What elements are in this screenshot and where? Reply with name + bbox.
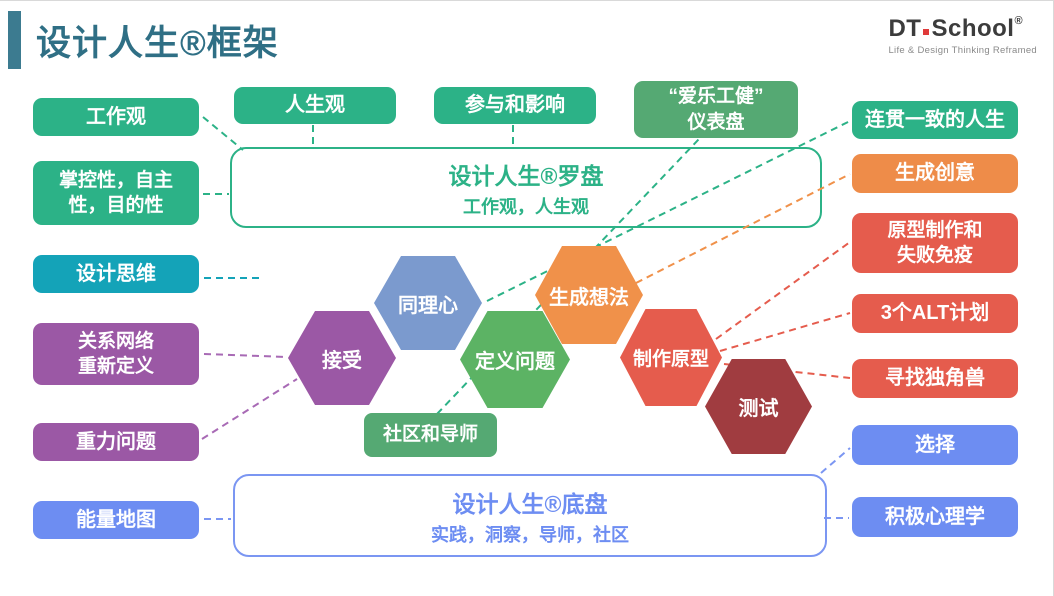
node-prototyping-failure-immunity: 原型制作和 失败免疫	[852, 213, 1018, 273]
edge-prototype-altplans	[719, 312, 851, 352]
compass-box-subtitle: 工作观，人生观	[463, 196, 589, 217]
node-life-view: 人生观	[234, 87, 396, 124]
chassis-box-title: 设计人生®底盘	[452, 490, 608, 517]
compass-box-title: 设计人生®罗盘	[448, 162, 604, 189]
node-coherent-life: 连贯一致的人生	[852, 101, 1018, 139]
node-gravity-problem: 重力问题	[33, 423, 199, 461]
chassis-box: 设计人生®底盘 实践，洞察，导师，社区	[233, 474, 827, 557]
hexagon-test: 测试	[705, 359, 812, 454]
node-three-alt-plans: 3个ALT计划	[852, 294, 1018, 333]
node-choose: 选择	[852, 425, 1018, 465]
node-work-view: 工作观	[33, 98, 199, 136]
node-dashboard: “爱乐工健” 仪表盘	[634, 81, 798, 138]
node-energy-map: 能量地图	[33, 501, 199, 539]
title-accent-bar	[8, 11, 21, 69]
node-find-unicorn: 寻找独角兽	[852, 359, 1018, 398]
hexagon-make-prototype: 制作原型	[620, 309, 722, 406]
edge-gravity-accept	[201, 378, 298, 440]
page-title: 设计人生®框架	[36, 24, 279, 63]
edge-chassis-choose	[820, 447, 851, 474]
compass-box: 设计人生®罗盘 工作观，人生观	[230, 147, 822, 228]
logo-dot-icon	[923, 29, 930, 35]
node-network-redefine: 关系网络 重新定义	[33, 323, 199, 385]
node-positive-psychology: 积极心理学	[852, 497, 1018, 537]
node-design-thinking: 设计思维	[33, 255, 199, 293]
chassis-box-subtitle: 实践，洞察，导师，社区	[431, 524, 629, 545]
node-generate-creativity: 生成创意	[852, 154, 1018, 193]
hexagon-accept: 接受	[288, 311, 396, 405]
edge-prototype-immunity	[715, 241, 851, 340]
registered-mark: ®	[1014, 15, 1024, 27]
edge-network-accept	[203, 353, 288, 358]
logo-tagline: Life & Design Thinking Reframed	[888, 45, 1037, 56]
node-engagement-influence: 参与和影响	[434, 87, 596, 124]
node-control-autonomy-purpose: 掌控性，自主 性，目的性	[33, 161, 199, 225]
hexagon-empathy: 同理心	[374, 256, 482, 350]
node-community-mentors: 社区和导师	[364, 413, 497, 457]
